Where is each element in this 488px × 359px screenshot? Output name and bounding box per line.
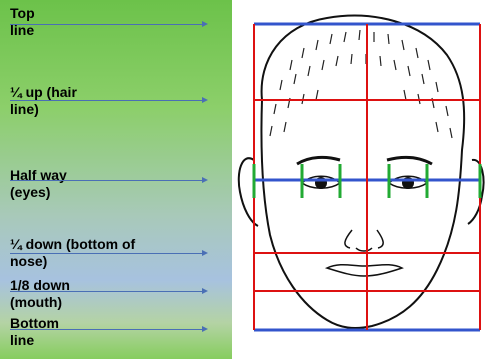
mouth <box>327 265 402 276</box>
label-hair-line: ¼ up (hair line) <box>10 84 77 118</box>
label-top-line: Top line <box>10 5 35 39</box>
label-bottom-line: Bottom line <box>10 315 59 349</box>
right-eyebrow <box>387 157 432 164</box>
face-outline <box>239 16 484 328</box>
arrow-hair-line <box>10 100 206 101</box>
label-mouth: 1/8 down (mouth) <box>10 277 70 311</box>
label-panel: Top line ¼ up (hair line) Half way (eyes… <box>0 0 232 359</box>
arrow-bottom-line <box>10 329 206 330</box>
proportion-grid <box>254 24 480 330</box>
nose <box>345 230 383 251</box>
hair-strokes <box>270 30 452 138</box>
arrow-top-line <box>10 24 206 25</box>
arrow-mouth <box>10 291 206 292</box>
face-proportion-drawing <box>232 0 488 359</box>
arrow-bottom-of-nose <box>10 253 206 254</box>
label-eyes: Half way (eyes) <box>10 167 67 201</box>
arrow-eyes <box>10 180 206 181</box>
left-eyebrow <box>297 157 340 164</box>
